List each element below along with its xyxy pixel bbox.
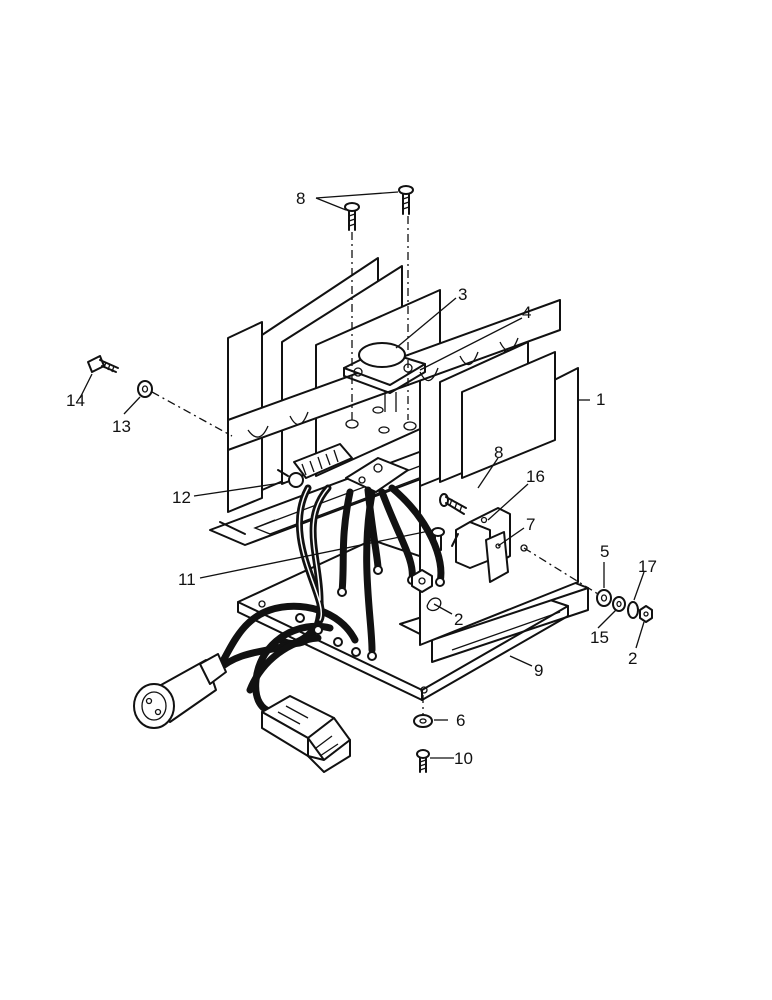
- nut-2-center: [411, 569, 442, 612]
- callout-6: 6: [456, 711, 465, 730]
- washer-6: [413, 714, 433, 728]
- screw-11: [431, 527, 445, 551]
- callout-labels: 8 3 4 1 14 13 8 16 12 7 11 5 17 2 15 2 9…: [66, 189, 657, 768]
- callout-8-top: 8: [296, 189, 305, 208]
- callout-11: 11: [178, 570, 196, 589]
- heat-sink: [209, 257, 579, 646]
- terminal-block: [277, 443, 353, 488]
- callout-10: 10: [454, 749, 473, 768]
- screw-8-right: [398, 185, 414, 215]
- washer-13: [137, 380, 153, 398]
- callout-3: 3: [458, 285, 467, 304]
- callout-1: 1: [596, 390, 605, 409]
- callout-7: 7: [526, 515, 535, 534]
- leader-lines: [79, 191, 645, 759]
- screw-8-left: [344, 202, 360, 231]
- diode-switch: [451, 507, 511, 583]
- power-transistor: [343, 342, 426, 412]
- bolt-14: [87, 355, 119, 373]
- callout-17: 17: [638, 557, 657, 576]
- rectangular-connector: [261, 695, 351, 773]
- callout-5: 5: [600, 542, 609, 561]
- screw-8-side: [439, 493, 467, 515]
- callout-12: 12: [172, 488, 191, 507]
- round-connector: [133, 653, 227, 729]
- screw-10: [416, 749, 430, 773]
- callout-8-side: 8: [494, 443, 503, 462]
- callout-13: 13: [112, 417, 131, 436]
- callout-2-center: 2: [454, 610, 463, 629]
- callout-4: 4: [522, 303, 531, 322]
- callout-16: 16: [526, 467, 545, 486]
- wiring-harness: [214, 484, 445, 716]
- callout-14: 14: [66, 391, 85, 410]
- callout-2-side: 2: [628, 649, 637, 668]
- callout-15: 15: [590, 628, 609, 647]
- side-hardware: [596, 589, 653, 623]
- callout-9: 9: [534, 661, 543, 680]
